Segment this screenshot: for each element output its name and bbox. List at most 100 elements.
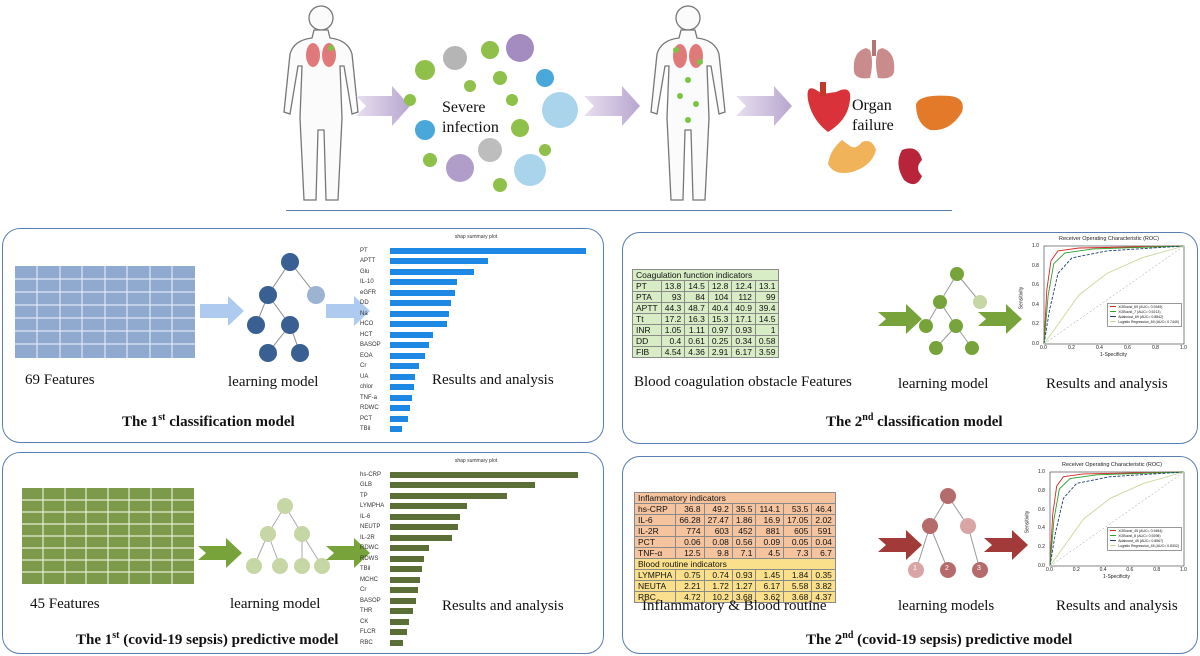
- roc-ytick-label: 0.2: [1038, 544, 1045, 551]
- roc-curve: [1049, 471, 1185, 567]
- shap-bar: [390, 492, 507, 499]
- shap-bar: [390, 247, 586, 254]
- legend-swatch: [1110, 316, 1117, 318]
- shap-bar: [390, 352, 425, 359]
- shap-feature-label: BASOP: [360, 342, 381, 348]
- results-label-3: Results and analysis: [442, 598, 564, 614]
- shap-bar: [390, 405, 410, 411]
- shap-feature-label: hs-CRP: [360, 471, 382, 478]
- roc-legend: XGBoost_69 (AUC= 0.9349)XGBoost_7 (AUC= …: [1107, 302, 1182, 327]
- shap-bar: [390, 268, 474, 275]
- shap-bar: [390, 471, 578, 478]
- cell: 7.1: [731, 547, 757, 559]
- cell: 66.28: [675, 514, 705, 526]
- arrow-green-1: [878, 304, 922, 334]
- shap-plot-title: shap summary plot: [454, 458, 498, 464]
- cell: 1: [754, 324, 780, 336]
- shap-row: BASOP: [360, 596, 416, 605]
- cell: 4.36: [684, 346, 709, 358]
- panel4-title: The 2nd (covid-19 sepsis) predictive mod…: [806, 630, 1072, 649]
- liver-icon: [916, 95, 963, 131]
- row-name: Tt: [632, 313, 662, 325]
- roc-ytick-label: 0.0: [1038, 563, 1045, 569]
- roc-xtick-label: 0.4: [1099, 567, 1107, 573]
- roc-xtick-label: 0.0: [1040, 345, 1047, 351]
- cell: 9.8: [703, 547, 733, 559]
- organ-failure-label: Organ failure: [852, 97, 894, 134]
- shap-row: RDWS: [360, 554, 424, 563]
- legend-swatch: [1110, 545, 1117, 547]
- shap-feature-label: BASOP: [360, 597, 381, 604]
- arrow-blue-2: [326, 296, 370, 326]
- cell: 39.4: [754, 302, 780, 314]
- features-label-coagulation: Blood coagulation obstacle Features: [634, 374, 852, 390]
- arrow-red-1: [878, 530, 922, 560]
- cell: 40.4: [707, 302, 733, 314]
- roc-xtick-label: 0.8: [1152, 345, 1159, 351]
- row-name: APTT: [632, 302, 662, 314]
- arrow-green-3: [198, 538, 242, 568]
- row-name: FIB: [632, 346, 662, 358]
- shap-row: THR: [360, 607, 413, 616]
- shap-feature-label: EOA: [360, 352, 373, 359]
- roc-legend-item: Adaboost_69 (AUC= 0.8842): [1110, 315, 1179, 320]
- row-name: INR: [632, 324, 662, 336]
- shap-row: Na: [360, 309, 449, 318]
- roc-legend-item: XGBoost_45 (AUC= 0.9484): [1110, 529, 1179, 534]
- cell: 1.84: [783, 569, 813, 581]
- cell: 13.8: [660, 280, 686, 292]
- legend-swatch: [1110, 306, 1117, 308]
- roc-curve: [1049, 471, 1185, 567]
- table-title: Coagulation function indicators: [631, 269, 780, 281]
- results-label-1: Results and analysis: [432, 372, 554, 388]
- roc-curve: [1043, 245, 1185, 345]
- shap-feature-label: HCT: [360, 331, 373, 338]
- cell: 17.2: [660, 313, 686, 325]
- roc-plot-area: [1049, 471, 1185, 567]
- shap-feature-label: HCO: [360, 321, 374, 327]
- shap-bar: [390, 513, 460, 520]
- cell: 6.17: [755, 580, 785, 592]
- infected-body-icon: [650, 5, 726, 201]
- cell: 1.86: [731, 514, 757, 526]
- shap-bar: [390, 342, 429, 348]
- shap-row: NEUTP: [360, 523, 458, 532]
- row-name: LYMPHA: [633, 569, 677, 581]
- shap-row: CK: [360, 617, 409, 626]
- shap-row: Cr: [360, 362, 419, 371]
- cell: 99: [754, 291, 780, 303]
- cell: 12.8: [707, 280, 733, 292]
- roc-plot-area: [1043, 245, 1185, 345]
- shap-row: MCHC: [360, 575, 420, 584]
- roc-chart-2: Receiver Operating Characteristic (ROC)1…: [1018, 236, 1194, 364]
- flow-arrow-1: [356, 86, 410, 126]
- shap-row: IL-10: [360, 278, 457, 287]
- cell: 46.4: [811, 503, 836, 515]
- node-label: 2: [945, 565, 949, 572]
- shap-bar: [390, 373, 415, 380]
- header-divider: [286, 210, 952, 211]
- model-label-4: learning models: [898, 598, 995, 614]
- shap-bar: [390, 482, 535, 488]
- shap-bar: [390, 426, 402, 432]
- shap-feature-label: PCT: [360, 415, 372, 422]
- title-text: (covid-19 sepsis) predictive model: [853, 632, 1073, 648]
- row-name: DD: [632, 335, 662, 347]
- shap-bar: [390, 415, 408, 422]
- cell: 0.35: [811, 569, 836, 581]
- shap-row: HCO: [360, 320, 447, 329]
- features-label-45: 45 Features: [30, 596, 100, 612]
- roc-legend-item: XGBoost_69 (AUC= 0.9349): [1110, 305, 1179, 310]
- shap-row: eGFR: [360, 288, 455, 297]
- shap-row: TBil: [360, 565, 422, 574]
- roc-xtick-label: 0.6: [1124, 345, 1131, 351]
- roc-ytick-label: 0.6: [1032, 282, 1039, 289]
